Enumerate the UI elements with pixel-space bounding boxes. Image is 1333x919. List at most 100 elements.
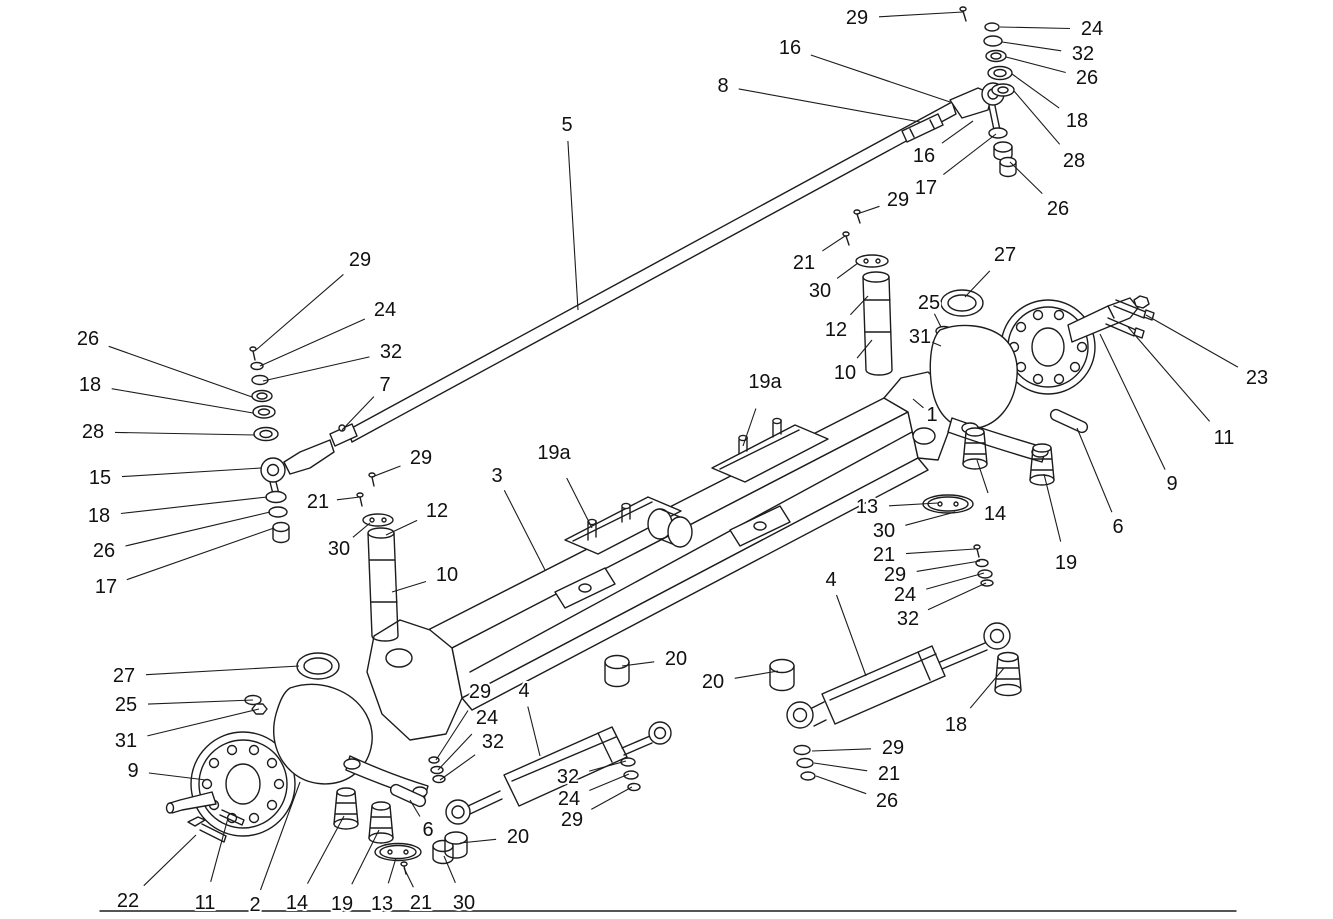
leader-line-14 bbox=[307, 815, 345, 884]
callout-29: 29 bbox=[882, 737, 904, 759]
callout-24: 24 bbox=[374, 299, 396, 321]
leader-line-29 bbox=[916, 560, 981, 572]
leader-line-32 bbox=[927, 582, 987, 611]
leader-line-10 bbox=[391, 580, 427, 593]
callout-24: 24 bbox=[1081, 18, 1103, 40]
leader-line-11 bbox=[210, 817, 229, 882]
right-knuckle-assembly bbox=[922, 289, 1155, 587]
leader-line-26 bbox=[108, 345, 253, 398]
leader-line-32 bbox=[589, 760, 627, 772]
callout-26: 26 bbox=[77, 328, 99, 350]
callout-26: 26 bbox=[93, 540, 115, 562]
callout-10: 10 bbox=[834, 362, 856, 384]
leader-line-32 bbox=[1001, 41, 1062, 52]
leader-line-19 bbox=[1043, 473, 1062, 542]
callout-29: 29 bbox=[846, 7, 868, 29]
leader-line-21 bbox=[403, 867, 414, 888]
leader-line-4 bbox=[835, 594, 867, 677]
leader-line-27 bbox=[964, 270, 991, 298]
leader-line-30 bbox=[352, 522, 371, 538]
leader-line-2 bbox=[259, 781, 301, 891]
callout-22: 22 bbox=[117, 890, 139, 912]
callout-31: 31 bbox=[115, 730, 137, 752]
tie-rod-assembly bbox=[260, 82, 1005, 499]
leader-line-20 bbox=[621, 661, 655, 667]
callout-31: 31 bbox=[909, 326, 931, 348]
callout-32: 32 bbox=[1072, 43, 1094, 65]
hardware-stack-left bbox=[249, 346, 290, 544]
callout-25: 25 bbox=[918, 292, 940, 314]
callout-9: 9 bbox=[1166, 473, 1177, 495]
callout-18: 18 bbox=[945, 714, 967, 736]
leader-line-21 bbox=[336, 496, 361, 501]
leader-line-17 bbox=[943, 133, 997, 176]
callout-20: 20 bbox=[702, 671, 724, 693]
leader-line-25 bbox=[147, 699, 254, 705]
leader-line-30 bbox=[905, 511, 956, 526]
leader-line-26 bbox=[815, 775, 867, 795]
callout-27: 27 bbox=[113, 665, 135, 687]
callout-29: 29 bbox=[884, 564, 906, 586]
callout-16: 16 bbox=[913, 145, 935, 167]
callout-30: 30 bbox=[453, 892, 475, 914]
leader-line-21 bbox=[905, 548, 976, 555]
leader-line-19 bbox=[351, 829, 380, 885]
callout-17: 17 bbox=[915, 177, 937, 199]
leader-line-8 bbox=[738, 88, 921, 123]
callout-32: 32 bbox=[557, 766, 579, 788]
callout-24: 24 bbox=[894, 584, 916, 606]
callout-14: 14 bbox=[286, 892, 308, 914]
leader-line-16 bbox=[810, 54, 951, 103]
callout-29: 29 bbox=[887, 189, 909, 211]
callout-30: 30 bbox=[328, 538, 350, 560]
callout-24: 24 bbox=[476, 707, 498, 729]
leader-line-19a bbox=[566, 477, 593, 529]
callout-21: 21 bbox=[873, 544, 895, 566]
leader-line-7 bbox=[341, 396, 375, 431]
left-kingpin bbox=[356, 472, 399, 642]
leader-line-29 bbox=[435, 710, 469, 761]
callout-23: 23 bbox=[1246, 367, 1268, 389]
callout-16: 16 bbox=[779, 37, 801, 59]
leader-line-22 bbox=[143, 834, 197, 887]
callout-25: 25 bbox=[115, 694, 137, 716]
callout-21: 21 bbox=[793, 252, 815, 274]
callout-21: 21 bbox=[878, 763, 900, 785]
leader-line-24 bbox=[259, 318, 366, 367]
callout-3: 3 bbox=[491, 465, 502, 487]
leader-line-12 bbox=[849, 295, 869, 316]
callout-32: 32 bbox=[897, 608, 919, 630]
leader-line-30 bbox=[443, 855, 456, 884]
callout-28: 28 bbox=[1063, 150, 1085, 172]
leader-line-6 bbox=[1076, 427, 1113, 513]
leader-line-12 bbox=[385, 519, 418, 536]
leader-line-29 bbox=[591, 786, 633, 810]
leader-line-18 bbox=[111, 388, 254, 414]
callout-21: 21 bbox=[410, 892, 432, 914]
callout-18: 18 bbox=[88, 505, 110, 527]
callout-29: 29 bbox=[561, 809, 583, 831]
callout-12: 12 bbox=[426, 500, 448, 522]
callout-11: 11 bbox=[195, 892, 216, 914]
callout-20: 20 bbox=[665, 648, 687, 670]
callout-21: 21 bbox=[307, 491, 329, 513]
leader-line-29 bbox=[371, 465, 401, 478]
callout-7: 7 bbox=[379, 374, 390, 396]
leader-line-13 bbox=[387, 857, 397, 884]
callout-4: 4 bbox=[518, 680, 529, 702]
leader-line-26 bbox=[1009, 161, 1043, 194]
leader-line-9 bbox=[1099, 333, 1166, 470]
callout-leader-lines bbox=[108, 11, 1239, 891]
leader-line-6 bbox=[409, 799, 421, 817]
leader-line-29 bbox=[255, 273, 344, 351]
leader-line-19a bbox=[742, 408, 757, 447]
axle-beam bbox=[366, 371, 952, 741]
leader-line-18 bbox=[1011, 73, 1060, 109]
callout-2: 2 bbox=[249, 894, 260, 916]
right-hydraulic-cylinder bbox=[604, 622, 1022, 781]
callout-17: 17 bbox=[95, 576, 117, 598]
callout-6: 6 bbox=[1112, 516, 1123, 538]
callout-30: 30 bbox=[873, 520, 895, 542]
leader-line-24 bbox=[437, 733, 473, 771]
